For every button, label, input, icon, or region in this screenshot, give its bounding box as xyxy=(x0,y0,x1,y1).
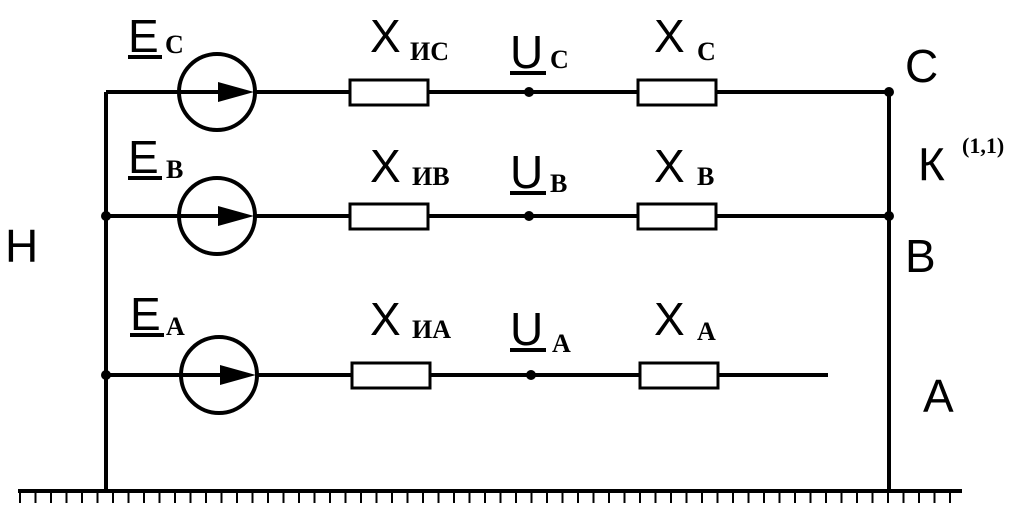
emf-b-arrow-icon xyxy=(218,206,254,226)
u-c-subscript: С xyxy=(550,45,569,74)
emf-c-arrow-icon xyxy=(218,82,254,102)
bus-b-node xyxy=(884,211,894,221)
emf-a-arrow-icon xyxy=(220,365,256,385)
ground-symbol xyxy=(18,489,962,503)
bus-a-label: А xyxy=(923,370,954,422)
u-a-node xyxy=(526,370,536,380)
neutral-b-node xyxy=(101,211,111,221)
emf-c-subscript: С xyxy=(165,30,184,59)
u-c-symbol: U xyxy=(510,26,543,78)
emf-c-symbol: E xyxy=(128,10,159,62)
fault-label: К xyxy=(918,138,945,190)
bus-c-node xyxy=(884,87,894,97)
x-b-subscript: В xyxy=(697,162,714,191)
emf-b-symbol: E xyxy=(128,131,159,183)
x-a-resistor xyxy=(638,361,720,390)
xi-b-resistor xyxy=(348,202,430,231)
u-a-subscript: А xyxy=(552,329,571,358)
xi-b-subscript: ИВ xyxy=(412,162,450,191)
u-a-symbol: U xyxy=(510,303,543,355)
neutral-label: Н xyxy=(5,220,38,272)
x-c-resistor xyxy=(636,78,718,107)
xi-c-symbol: X xyxy=(370,10,401,62)
neutral-a-node xyxy=(101,370,111,380)
phase-a-branch xyxy=(101,335,828,415)
xi-a-resistor xyxy=(350,361,432,390)
x-c-symbol: X xyxy=(654,10,685,62)
x-a-symbol: X xyxy=(654,293,685,345)
x-b-resistor xyxy=(636,202,718,231)
phase-b-branch xyxy=(101,176,894,256)
xi-b-symbol: X xyxy=(370,140,401,192)
bus-b-label: В xyxy=(905,230,936,282)
xi-a-subscript: ИА xyxy=(412,315,451,344)
fault-superscript: (1,1) xyxy=(962,133,1004,158)
u-b-subscript: В xyxy=(550,169,567,198)
x-a-subscript: А xyxy=(697,317,716,346)
xi-a-symbol: X xyxy=(370,293,401,345)
xi-c-subscript: ИС xyxy=(410,37,449,66)
ground-hatching xyxy=(19,491,951,503)
bus-c-label: С xyxy=(905,40,938,92)
x-c-subscript: С xyxy=(697,37,716,66)
u-b-node xyxy=(524,211,534,221)
emf-b-subscript: В xyxy=(166,155,183,184)
xi-c-resistor xyxy=(348,78,430,107)
x-b-symbol: X xyxy=(654,140,685,192)
u-c-node xyxy=(524,87,534,97)
u-b-symbol: U xyxy=(510,146,543,198)
phase-c-branch xyxy=(106,52,894,132)
emf-a-subscript: А xyxy=(166,312,185,341)
emf-a-symbol: E xyxy=(130,288,161,340)
